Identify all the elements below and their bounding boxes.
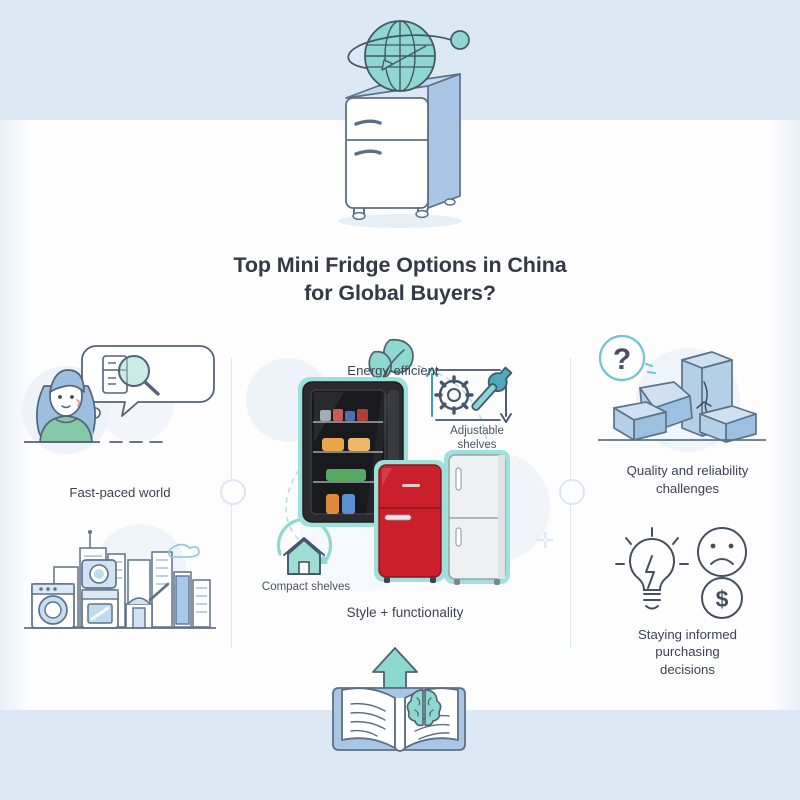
silver-two-door-fridge bbox=[444, 450, 510, 585]
left-illustration-bottom bbox=[10, 522, 230, 637]
right-column: ? bbox=[580, 330, 795, 679]
right-caption-top-line-2: challenges bbox=[655, 480, 720, 496]
up-arrow-icon bbox=[372, 647, 418, 689]
page-title-line-2: for Global Buyers? bbox=[304, 280, 496, 305]
footer-illustration bbox=[305, 640, 500, 770]
lightbulb-icon bbox=[615, 526, 689, 610]
divider-node-left bbox=[220, 479, 246, 505]
microwave-icon bbox=[81, 558, 117, 589]
washing-machine-icon bbox=[31, 582, 75, 629]
woman-icon bbox=[36, 369, 96, 443]
left-caption-top: Fast-paced world bbox=[69, 485, 171, 500]
thought-bubble-icon bbox=[81, 345, 215, 426]
right-caption-bottom-line-2: purchasing bbox=[655, 644, 720, 660]
label-style-functionality: Style + functionality bbox=[346, 605, 464, 620]
svg-text:?: ? bbox=[613, 343, 631, 376]
magnifier-icon bbox=[118, 355, 160, 396]
page-title-line-1: Top Mini Fridge Options in China bbox=[233, 253, 567, 277]
hero-illustration bbox=[300, 8, 500, 233]
divider-node-right bbox=[559, 479, 585, 505]
adjustable-shelves-icon bbox=[426, 366, 513, 423]
question-mark-icon: ? bbox=[598, 334, 646, 382]
right-illustration-bottom: $ bbox=[580, 520, 780, 620]
brain-icon bbox=[406, 688, 442, 727]
right-caption-bottom-line-3: decisions bbox=[660, 662, 715, 678]
left-illustration-top bbox=[10, 330, 230, 480]
mixer-icon bbox=[125, 582, 170, 629]
sad-face-icon bbox=[697, 526, 747, 577]
page-title: Top Mini Fridge Options in China for Glo… bbox=[150, 252, 650, 308]
oven-icon bbox=[81, 588, 119, 629]
label-energy-efficient: Energy-efficient bbox=[347, 363, 439, 378]
box-left bbox=[613, 401, 667, 441]
label-compact-shelves: Compact shelves bbox=[261, 581, 351, 593]
right-caption-top-line-1: Quality and reliability bbox=[626, 463, 749, 478]
right-caption-bottom: Staying informed purchasing decisions bbox=[580, 626, 795, 679]
svg-text:$: $ bbox=[716, 586, 729, 612]
hero-fridge-icon bbox=[345, 73, 461, 221]
center-column: Energy-efficient Adjustable shelves Comp… bbox=[240, 332, 570, 622]
sparkle-icon-1: ✛ bbox=[536, 528, 555, 553]
right-caption-bottom-line-1: Staying informed bbox=[638, 626, 737, 642]
retro-red-fridge bbox=[374, 460, 446, 583]
box-right bbox=[699, 405, 757, 443]
dollar-icon: $ bbox=[701, 576, 743, 619]
open-book-icon bbox=[332, 687, 466, 752]
right-caption-top: Quality and reliability challenges bbox=[580, 462, 795, 498]
right-illustration-top: ? bbox=[580, 330, 780, 458]
left-column: Fast-paced world bbox=[10, 330, 230, 637]
label-adjustable-shelves: Adjustable shelves bbox=[450, 425, 504, 452]
right-edge-gradient bbox=[770, 120, 800, 710]
globe-icon bbox=[347, 20, 470, 92]
